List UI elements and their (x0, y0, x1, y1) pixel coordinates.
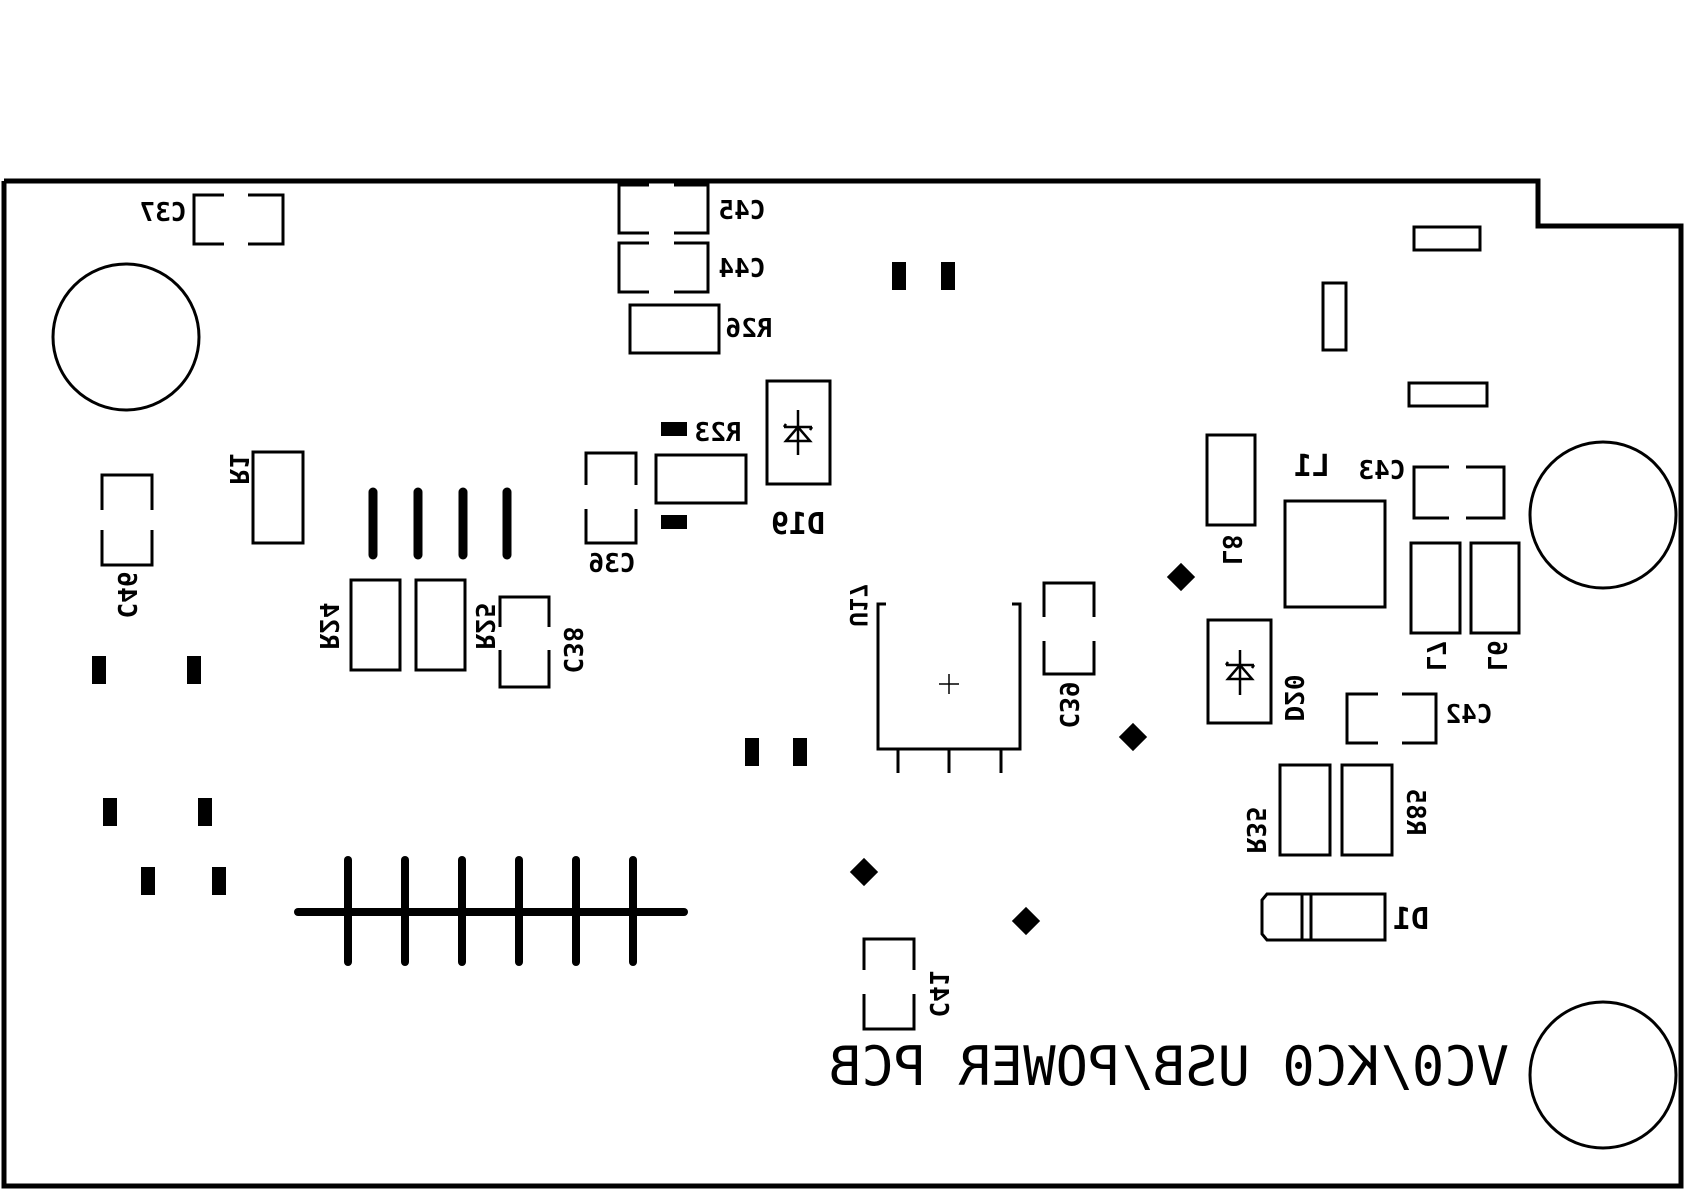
r26-footprint (630, 305, 719, 353)
label-c44: C44 (719, 254, 766, 284)
c45-footprint (619, 185, 708, 233)
label-l8: L8 (1216, 534, 1246, 565)
label-l1: L1 (1294, 449, 1330, 484)
c39-footprint (1044, 583, 1094, 674)
r25-footprint (416, 580, 465, 670)
solid-pads (92, 262, 1195, 935)
pad-rect-vertical (1323, 283, 1346, 350)
r24-footprint (351, 580, 400, 670)
r85-footprint (1342, 765, 1392, 855)
label-r35: R35 (1240, 807, 1270, 854)
label-d19: D19 (771, 507, 825, 542)
label-r1: R1 (223, 453, 253, 484)
pad-rect-mid-right (1409, 383, 1487, 406)
label-c36: C36 (589, 549, 636, 579)
label-c39: C39 (1053, 682, 1083, 729)
mounting-hole-right (1530, 442, 1676, 588)
label-u17: U17 (844, 583, 872, 626)
c46-footprint (102, 475, 152, 565)
board-title: VC0/KC0 USB/POWER PCB (829, 1035, 1509, 1098)
label-c37: C37 (140, 198, 187, 228)
mounting-hole-top-left (53, 264, 199, 410)
label-c41: C41 (923, 971, 953, 1018)
r23-footprint (656, 455, 746, 503)
c36-footprint (586, 453, 636, 543)
label-r24: R24 (313, 603, 343, 650)
label-d1: D1 (1393, 902, 1429, 937)
mounting-hole-bottom-right (1530, 1002, 1676, 1148)
label-c42: C42 (1446, 700, 1493, 730)
c37-footprint (194, 195, 283, 244)
l8-footprint (1207, 435, 1255, 525)
label-c43: C43 (1359, 456, 1406, 486)
pad-rect-top-right (1414, 227, 1480, 250)
l1-footprint (1285, 501, 1385, 607)
d20-symbol-icon (1226, 650, 1254, 695)
c44-footprint (619, 243, 708, 292)
d19-symbol-icon (784, 410, 812, 455)
label-l7: L7 (1420, 640, 1450, 671)
d1-footprint (1262, 894, 1385, 940)
label-r85: R85 (1400, 789, 1430, 836)
label-r25: R25 (469, 603, 499, 650)
label-c45: C45 (719, 196, 766, 226)
r35-footprint (1280, 765, 1330, 855)
c41-footprint (864, 939, 914, 1029)
c42-footprint (1347, 694, 1436, 743)
l6-footprint (1471, 543, 1519, 633)
label-r23: R23 (695, 418, 742, 448)
c38-footprint (500, 597, 549, 687)
label-d20: D20 (1278, 675, 1308, 722)
u17-footprint (878, 604, 1020, 773)
label-c38: C38 (557, 627, 587, 674)
c43-footprint (1414, 467, 1504, 518)
header-pins (373, 492, 507, 555)
label-r26: R26 (726, 314, 773, 344)
r1-footprint (253, 452, 303, 543)
label-c46: C46 (111, 572, 141, 619)
l7-footprint (1411, 543, 1460, 633)
label-l6: L6 (1481, 640, 1511, 671)
connector-comb (298, 860, 684, 962)
